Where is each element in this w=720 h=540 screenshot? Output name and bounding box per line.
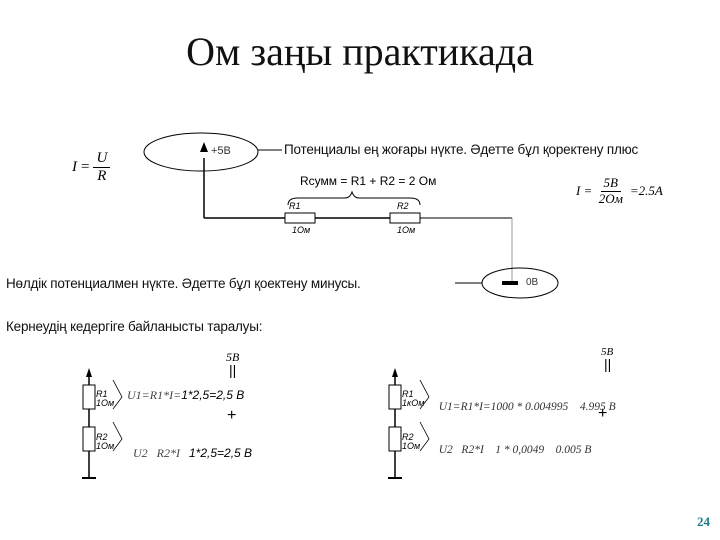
resistor-r2: [389, 212, 421, 224]
r1-value: 1Ом: [292, 225, 311, 235]
left-u1-formula: U1=R1*I=: [127, 388, 182, 402]
formula-numerator: U: [93, 150, 111, 169]
page-number: 24: [697, 514, 710, 529]
current-eq: =: [584, 183, 592, 199]
zero-node-ellipse: [481, 267, 559, 299]
zero-node-note: Нөлдік потенциалмен нүкте. Әдетте бұл қо…: [6, 276, 361, 291]
current-numerator: 5В: [600, 175, 621, 192]
right-u1-formula: U1=R1*I=1000 * 0.004995: [438, 401, 569, 413]
current-result: =2.5А: [629, 183, 663, 199]
right-r1-value: 1кОм: [402, 398, 425, 408]
left-r1-name: R1: [96, 389, 108, 399]
right-source-label: 5В: [601, 346, 614, 358]
current-denominator: 2Ом: [598, 190, 623, 206]
right-u2-row: U2 R2*I 1 * 0,0049 0.005 В: [433, 432, 592, 456]
left-source-label: 5В: [226, 350, 240, 364]
right-r2-value: 1Ом: [402, 441, 421, 451]
plus-node-label: +5В: [211, 145, 231, 157]
formula-eq: =: [81, 159, 90, 176]
left-u1-row: U1=R1*I=1*2,5=2,5 В: [127, 388, 244, 403]
left-u2-row: U2 R2*I 1*2,5=2,5 В: [127, 431, 252, 461]
left-u2-value: 1*2,5=2,5 В: [189, 446, 253, 460]
ohms-law-formula: I = U R: [72, 150, 111, 186]
r2-name: R2: [397, 201, 409, 211]
right-u1-row: U1=R1*I=1000 * 0.004995 4.995 В: [433, 389, 616, 413]
formula-denominator: R: [97, 168, 107, 185]
right-resistor-r1: [388, 384, 402, 410]
right-equals-mark: ||: [604, 356, 612, 372]
formula-fraction: U R: [93, 150, 111, 186]
left-r2-name: R2: [96, 432, 108, 442]
left-r1-value: 1Ом: [96, 398, 115, 408]
right-plus-sign: +: [598, 405, 608, 422]
left-u1-value: 1*2,5=2,5 В: [181, 388, 245, 402]
left-plus-sign: +: [227, 407, 237, 424]
r1-name: R1: [289, 201, 301, 211]
left-resistor-r2: [82, 426, 96, 452]
current-lhs: I: [576, 183, 581, 199]
sum-brace: [287, 190, 421, 206]
right-u2-formula: U2 R2*I 1 * 0,0049: [438, 444, 545, 456]
rsum-label: Rсумм = R1 + R2 = 2 Ом: [300, 174, 437, 188]
resistor-r1: [284, 212, 316, 224]
formula-lhs: I: [72, 159, 77, 176]
distribution-heading: Кернеудің кедергіге байланысты таралуы:: [6, 319, 263, 334]
left-u2-formula: U2 R2*I: [133, 446, 180, 460]
left-equals-mark: ||: [229, 362, 237, 378]
plus-node-ellipse: [143, 132, 259, 172]
right-r1-name: R1: [402, 389, 414, 399]
plus-node-note: Потенциалы ең жоғары нүкте. Әдетте бұл қ…: [284, 142, 639, 157]
zero-node-label: 0В: [526, 277, 539, 288]
right-resistor-r2: [388, 426, 402, 452]
slide-title: Ом заңы практикада: [186, 29, 534, 74]
left-resistor-r1: [82, 384, 96, 410]
r2-value: 1Ом: [397, 225, 416, 235]
left-r2-value: 1Ом: [96, 441, 115, 451]
arrow-up-icon: [200, 142, 208, 152]
right-u1-value: 4.995 В: [579, 401, 616, 413]
right-u2-value: 0.005 В: [555, 444, 592, 456]
right-r2-name: R2: [402, 432, 414, 442]
minus-icon: [502, 281, 518, 285]
current-fraction: 5В 2Ом: [596, 175, 626, 207]
current-formula: I = 5В 2Ом =2.5А: [576, 175, 663, 207]
